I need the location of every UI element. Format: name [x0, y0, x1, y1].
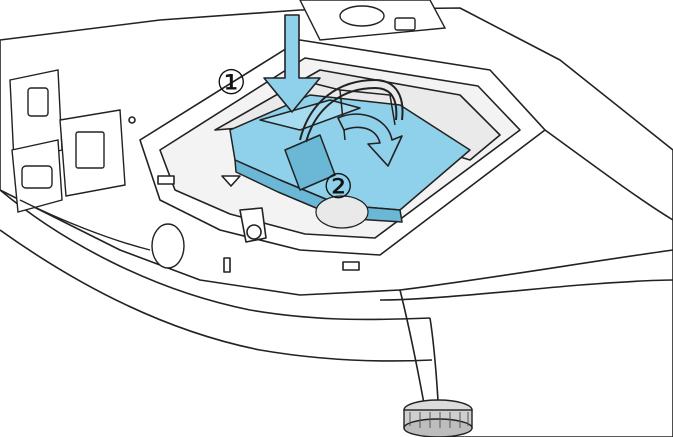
press-point	[315, 195, 369, 229]
adjustable-foot	[403, 399, 473, 437]
control-panel	[299, 0, 447, 41]
side-ports	[9, 69, 185, 269]
curved-arrow-icon	[337, 113, 403, 167]
lamp-handle	[299, 78, 404, 143]
down-arrow-icon	[263, 14, 321, 113]
